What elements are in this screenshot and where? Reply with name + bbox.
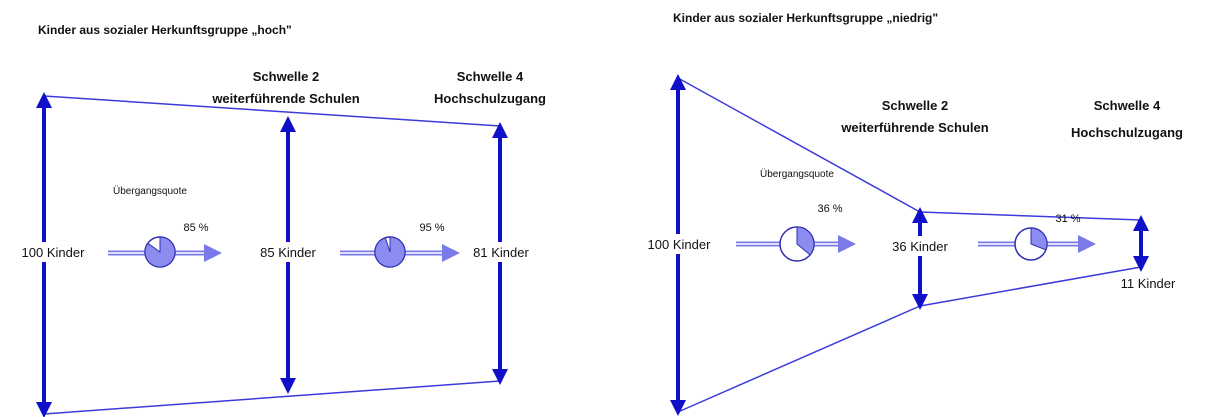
- pie-slice: [144, 236, 176, 268]
- left-threshold4-line1: Schwelle 4: [457, 69, 524, 84]
- right-diagram: Kinder aus sozialer Herkunftsgruppe „nie…: [641, 11, 1183, 416]
- pie-slice: [796, 226, 815, 256]
- right-threshold2-line2: weiterführende Schulen: [840, 120, 988, 135]
- right-pie-1: [779, 226, 815, 262]
- right-funnel-outline: [677, 77, 1142, 413]
- left-threshold2-line2: weiterführende Schulen: [211, 91, 359, 106]
- right-rate-1: 36 %: [817, 203, 842, 215]
- left-pie-2: [374, 236, 406, 268]
- right-transition-label: Übergangsquote: [760, 168, 834, 180]
- right-title: Kinder aus sozialer Herkunftsgruppe „nie…: [673, 11, 938, 25]
- left-rate-2: 95 %: [419, 222, 444, 234]
- pie-slice: [374, 236, 406, 268]
- left-transition-label: Übergangsquote: [113, 185, 187, 197]
- left-funnel-bottom-edge: [43, 380, 501, 415]
- right-count-end: 11 Kinder: [1121, 276, 1176, 291]
- left-count-end-bg: [468, 242, 534, 262]
- right-count-mid-bg: [884, 236, 956, 256]
- right-threshold4-line1: Schwelle 4: [1094, 98, 1161, 113]
- right-count-start: 100 Kinder: [648, 237, 712, 252]
- pie-slice: [1030, 227, 1048, 251]
- left-funnel-top-edge: [43, 95, 501, 127]
- right-funnel-bottom-upper-edge: [677, 305, 921, 413]
- left-count-end: 81 Kinder: [473, 245, 529, 260]
- right-count-start-bg: [641, 234, 717, 254]
- right-funnel-bottom-lower-edge: [919, 266, 1142, 307]
- right-count-mid: 36 Kinder: [892, 239, 948, 254]
- right-rate-2: 31 %: [1055, 213, 1080, 225]
- left-count-start: 100 Kinder: [22, 245, 86, 260]
- left-funnel-outline: [43, 95, 501, 415]
- right-threshold2-line1: Schwelle 2: [882, 98, 948, 113]
- left-count-mid-bg: [250, 242, 326, 262]
- right-threshold4-line2: Hochschulzugang: [1071, 125, 1183, 140]
- right-funnel-top-upper-edge: [677, 77, 921, 213]
- left-pie-1: [144, 236, 176, 268]
- right-funnel-top-lower-edge: [919, 211, 1142, 221]
- left-count-mid: 85 Kinder: [260, 245, 316, 260]
- left-threshold4-line2: Hochschulzugang: [434, 91, 546, 106]
- left-diagram: Kinder aus sozialer Herkunftsgruppe „hoc…: [17, 23, 546, 417]
- left-rate-1: 85 %: [183, 222, 208, 234]
- left-count-start-bg: [17, 242, 89, 262]
- left-title: Kinder aus sozialer Herkunftsgruppe „hoc…: [38, 23, 292, 37]
- left-threshold2-line1: Schwelle 2: [253, 69, 319, 84]
- right-pie-2: [1014, 227, 1048, 261]
